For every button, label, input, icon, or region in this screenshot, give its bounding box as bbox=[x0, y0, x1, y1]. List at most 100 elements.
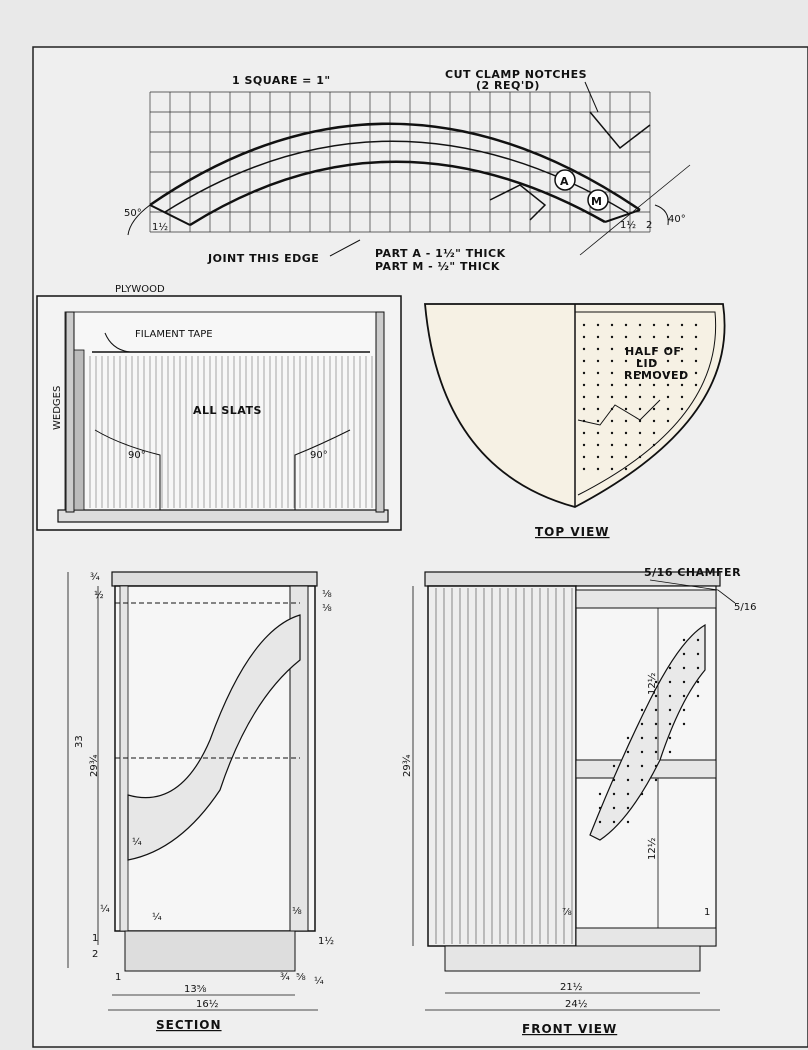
lid-dot bbox=[666, 407, 670, 411]
lid-dot bbox=[624, 443, 628, 447]
panel-dot bbox=[640, 708, 644, 712]
lid-dot bbox=[582, 431, 586, 435]
section-dim-b2: ¾ bbox=[280, 972, 290, 983]
lid-dot bbox=[638, 359, 642, 363]
panel-dot bbox=[640, 750, 644, 754]
lid-dot bbox=[624, 467, 628, 471]
lid-dot bbox=[666, 335, 670, 339]
lid-dot bbox=[652, 443, 656, 447]
chamfer-dim: 5/16 bbox=[734, 602, 756, 613]
part-m-circle-label: M bbox=[591, 195, 602, 208]
lid-dot bbox=[666, 419, 670, 423]
section-dim-33: 33 bbox=[74, 735, 85, 748]
panel-dot bbox=[640, 722, 644, 726]
lid-dot bbox=[652, 395, 656, 399]
plywood-label: PLYWOOD bbox=[115, 284, 165, 295]
panel-dot bbox=[640, 778, 644, 782]
lid-dot bbox=[596, 383, 600, 387]
panel-dot bbox=[640, 764, 644, 768]
panel-dot bbox=[654, 778, 658, 782]
lid-dot bbox=[582, 359, 586, 363]
panel-dot bbox=[696, 680, 700, 684]
arch-angle-right: 40° bbox=[668, 214, 686, 225]
panel-dot bbox=[612, 806, 616, 810]
panel-dot bbox=[682, 652, 686, 656]
panel-dot bbox=[668, 680, 672, 684]
lid-dot bbox=[596, 335, 600, 339]
panel-dot bbox=[668, 708, 672, 712]
section-dim-quarter-a: ¼ bbox=[132, 836, 142, 848]
lid-dot bbox=[694, 371, 698, 375]
lid-dot bbox=[624, 395, 628, 399]
front-dim-1: 1 bbox=[704, 907, 710, 918]
lid-dot bbox=[624, 455, 628, 459]
lid-dot bbox=[694, 323, 698, 327]
lid-dot bbox=[610, 395, 614, 399]
lid-dot bbox=[624, 347, 628, 351]
lid-dot bbox=[680, 383, 684, 387]
top-view-title: TOP VIEW bbox=[535, 525, 610, 539]
section-dim-r3: ⅛ bbox=[292, 906, 302, 917]
lid-dot bbox=[652, 323, 656, 327]
lid-dot bbox=[638, 371, 642, 375]
panel-dot bbox=[682, 722, 686, 726]
panel-dot bbox=[668, 736, 672, 740]
lid-dot bbox=[652, 383, 656, 387]
lid-dot bbox=[638, 431, 642, 435]
arch-dim-left: 1½ bbox=[152, 221, 168, 233]
section-dim-29: 29¾ bbox=[89, 754, 100, 777]
lid-dot bbox=[582, 443, 586, 447]
chamfer-note: 5/16 CHAMFER bbox=[644, 566, 741, 579]
panel-dot bbox=[626, 792, 630, 796]
lid-dot bbox=[652, 335, 656, 339]
arch-angle-left: 50° bbox=[124, 208, 142, 219]
front-view-drawing: 5/16 CHAMFER 5/16 29¾ 12½ 12½ ⅞ 1 21½ 24… bbox=[402, 566, 756, 1036]
part-a-note: PART A - 1½" THICK bbox=[375, 247, 506, 260]
jig-angle-left: 90° bbox=[128, 450, 146, 461]
arch-dim-right-b: 2 bbox=[646, 220, 652, 231]
lid-dot bbox=[624, 323, 628, 327]
arch-outer-band bbox=[149, 122, 641, 212]
lid-dot bbox=[582, 383, 586, 387]
lid-dot bbox=[624, 335, 628, 339]
joint-edge-note: JOINT THIS EDGE bbox=[207, 252, 319, 265]
lid-dot bbox=[624, 419, 628, 423]
panel-dot bbox=[612, 792, 616, 796]
lid-dot bbox=[680, 395, 684, 399]
lid-dot bbox=[596, 395, 600, 399]
lid-dot bbox=[596, 443, 600, 447]
panel-dot bbox=[598, 820, 602, 824]
lid-dot bbox=[694, 383, 698, 387]
section-dim-b4: ¼ bbox=[314, 975, 324, 987]
front-dim-width: 24½ bbox=[565, 998, 588, 1010]
panel-dot bbox=[696, 666, 700, 670]
lid-dot bbox=[624, 431, 628, 435]
lid-dot bbox=[680, 323, 684, 327]
front-dim-lower: 12½ bbox=[646, 837, 658, 860]
section-title: SECTION bbox=[156, 1018, 222, 1032]
lid-dot bbox=[610, 371, 614, 375]
lid-dot bbox=[610, 347, 614, 351]
lid-dot bbox=[610, 419, 614, 423]
slat-gluing-jig: PLYWOOD FILAMENT TAPE ALL SLATS WEDGES 9… bbox=[36, 284, 402, 531]
lid-dot bbox=[638, 395, 642, 399]
front-view-title: FRONT VIEW bbox=[522, 1022, 617, 1036]
lid-dot bbox=[582, 371, 586, 375]
lid-dot bbox=[596, 407, 600, 411]
section-dim-inner-width: 13⅝ bbox=[184, 984, 207, 995]
lid-dot bbox=[582, 467, 586, 471]
lid-dot bbox=[680, 335, 684, 339]
arch-dim-right-a: 1½ bbox=[620, 219, 636, 231]
lid-dot bbox=[624, 407, 628, 411]
lid-dot bbox=[596, 323, 600, 327]
lid-dot bbox=[666, 371, 670, 375]
lid-dot bbox=[638, 347, 642, 351]
lid-dot bbox=[680, 347, 684, 351]
lid-dot bbox=[652, 407, 656, 411]
panel-dot bbox=[626, 778, 630, 782]
panel-dot bbox=[654, 680, 658, 684]
section-dim-top2: ½ bbox=[94, 589, 104, 601]
panel-dot bbox=[682, 666, 686, 670]
lid-dot bbox=[652, 419, 656, 423]
